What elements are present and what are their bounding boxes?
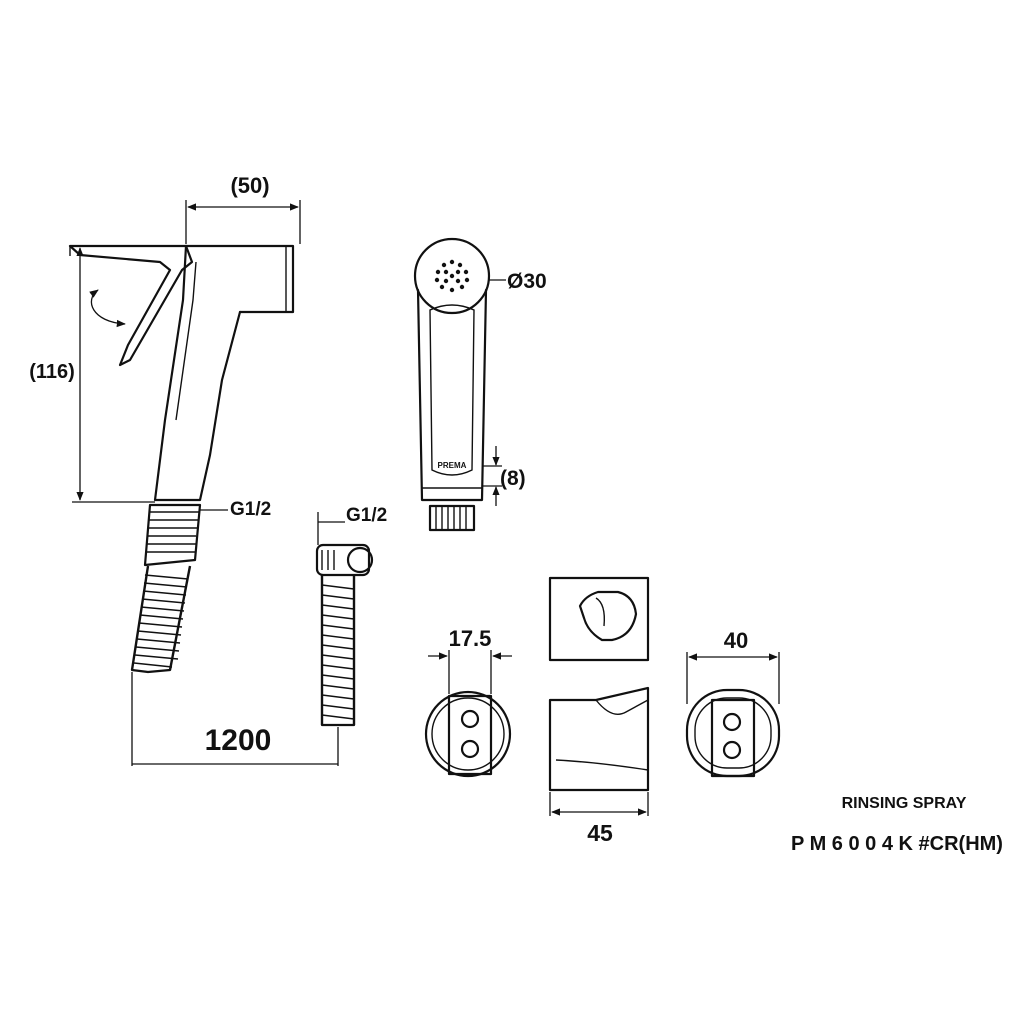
dimension-height-label: (116) (29, 361, 75, 383)
dimension-head-diameter-label: Ø30 (507, 270, 547, 293)
spray-head-front-view: PREMA (413, 237, 491, 532)
dimension-holder-front-label: 17.5 (449, 626, 492, 651)
dimension-hose-length-label: 1200 (205, 724, 272, 757)
dimension-holder-front: 17.5 (428, 626, 512, 694)
hose-nut-knurl (146, 511, 199, 553)
spray-gun-side-view (68, 244, 295, 567)
dimension-holder-back-label: 40 (724, 628, 748, 653)
model-number: P M 6 0 0 4 K #CR(HM) (791, 833, 1003, 855)
hose-left (130, 565, 192, 674)
dimension-holder-side: 45 (549, 792, 649, 846)
thread-left-label: G1/2 (230, 499, 271, 520)
title-block: RINSING SPRAY P M 6 0 0 4 K #CR(HM) (791, 795, 1003, 855)
holder-top-view (548, 576, 650, 662)
dimension-nozzle-gap-label: (8) (500, 467, 526, 490)
dimension-head-diameter: Ø30 (489, 270, 547, 293)
holder-front-view (424, 690, 512, 778)
hose-right (315, 543, 374, 727)
dimension-width: (50) (185, 173, 301, 244)
spray-head-brand: PREMA (438, 461, 467, 470)
thread-right-label: G1/2 (346, 505, 387, 526)
dimension-height: (116) (29, 245, 186, 503)
dimension-hose-length: 1200 (131, 672, 339, 766)
product-name: RINSING SPRAY (842, 795, 967, 812)
holder-side-view (548, 686, 650, 792)
dimension-width-label: (50) (230, 173, 269, 198)
nozzle-holes (434, 259, 470, 293)
dimension-holder-back: 40 (686, 628, 780, 704)
dimension-nozzle-gap: (8) (482, 446, 526, 506)
holder-back-view (685, 688, 781, 778)
dimension-holder-side-label: 45 (587, 820, 613, 846)
thread-right: G1/2 (317, 505, 387, 545)
thread-left: G1/2 (200, 499, 271, 520)
